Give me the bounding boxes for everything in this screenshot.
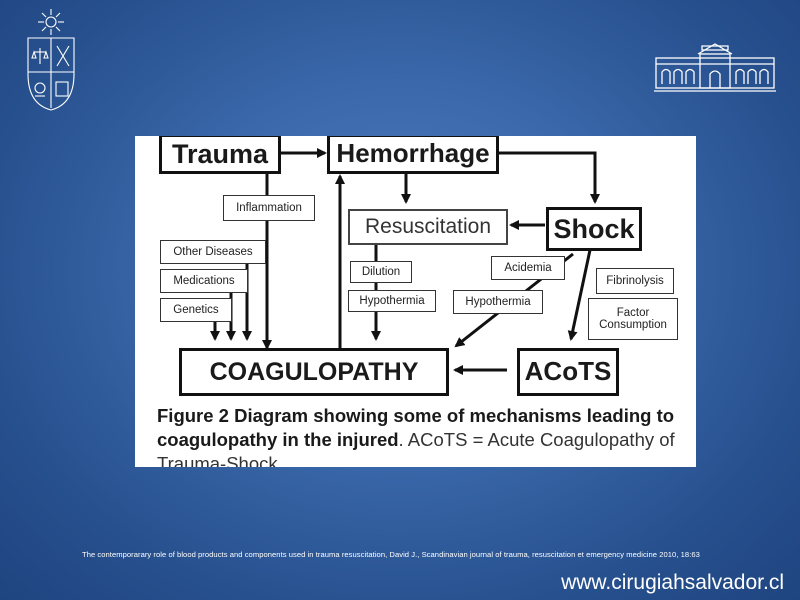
diagram-figure: Trauma Hemorrhage Inflammation Resuscita… xyxy=(135,136,696,467)
node-shock: Shock xyxy=(546,207,642,251)
node-hemorrhage: Hemorrhage xyxy=(327,136,499,174)
website-url[interactable]: www.cirugiahsalvador.cl xyxy=(561,571,784,594)
node-factor-consumption: Factor Consumption xyxy=(588,298,678,340)
node-acidemia: Acidemia xyxy=(491,256,565,280)
node-dilution: Dilution xyxy=(350,261,412,283)
node-trauma: Trauma xyxy=(159,136,281,174)
arrow-hemorrhage-shock xyxy=(497,151,600,204)
hospital-building-logo xyxy=(652,40,778,94)
arrow-shock-acots xyxy=(567,249,592,341)
node-medications: Medications xyxy=(160,269,248,293)
node-inflammation: Inflammation xyxy=(223,195,315,221)
university-crest-logo xyxy=(24,8,78,112)
node-resuscitation: Resuscitation xyxy=(348,209,508,245)
caption-bold: Figure 2 Diagram showing some of mechani… xyxy=(157,405,675,450)
node-other-diseases: Other Diseases xyxy=(160,240,266,264)
node-acots: ACoTS xyxy=(517,348,619,396)
node-fibrinolysis: Fibrinolysis xyxy=(596,268,674,294)
figure-caption: Figure 2 Diagram showing some of mechani… xyxy=(157,404,687,467)
node-coagulopathy: COAGULOPATHY xyxy=(179,348,449,396)
node-genetics: Genetics xyxy=(160,298,232,322)
source-citation: The contemporarary role of blood product… xyxy=(82,550,700,559)
node-hypothermia-right: Hypothermia xyxy=(453,290,543,314)
caption-rest: . ACoTS = Acute Coagulopathy of Trauma-S… xyxy=(157,429,675,467)
node-hypothermia-left: Hypothermia xyxy=(348,290,436,312)
